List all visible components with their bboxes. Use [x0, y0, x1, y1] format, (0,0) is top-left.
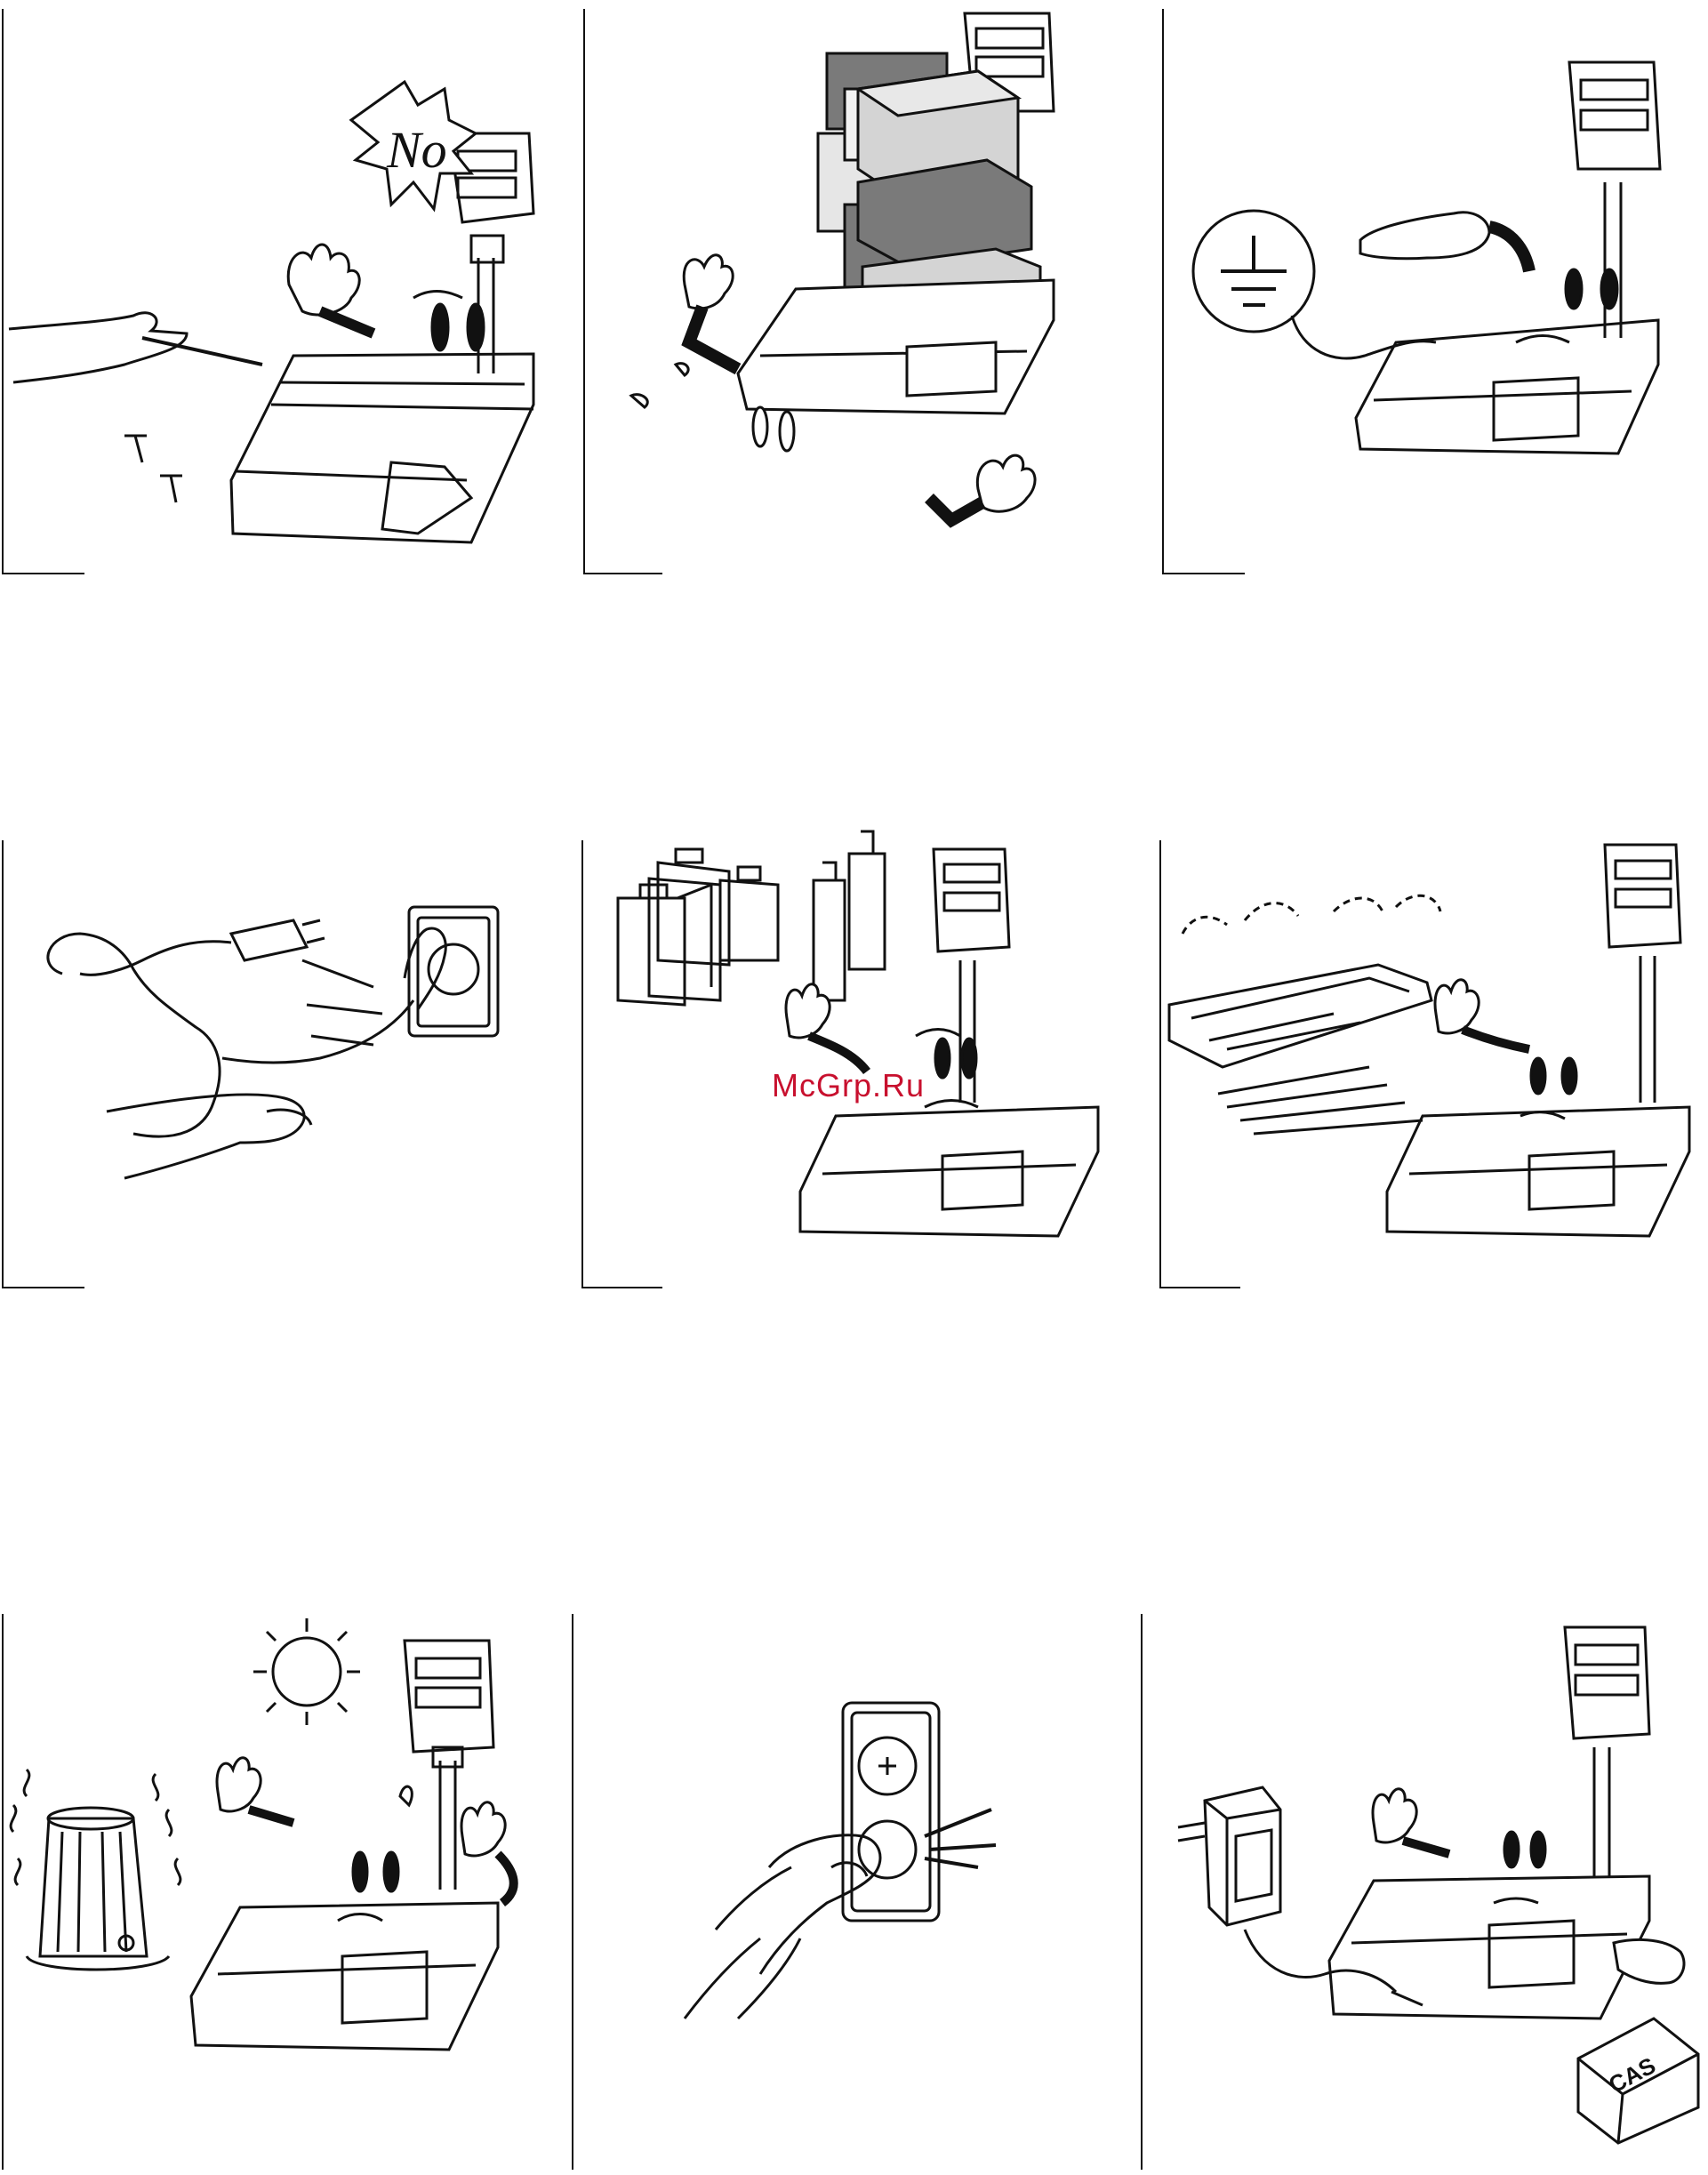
illustration-adapter-and-battery: CAS — [1138, 1601, 1708, 2175]
panel-power-cord-care — [0, 836, 569, 1298]
illustration-ground-connection — [1160, 0, 1708, 578]
illustration-power-cord-care — [0, 836, 569, 1298]
panel-dedicated-outlet — [569, 1601, 1138, 2175]
panel-no-overload — [578, 0, 1156, 578]
no-callout-text: No — [386, 121, 447, 179]
illustration-avoid-chemicals — [578, 800, 1156, 1298]
watermark: McGrp.Ru — [772, 1067, 925, 1104]
panel-avoid-chemicals — [578, 800, 1156, 1298]
illustration-no-overload — [578, 0, 1156, 578]
panel-adapter-and-battery: CAS — [1138, 1601, 1708, 2175]
panel-ground-connection — [1160, 0, 1708, 578]
illustration-avoid-heat — [0, 1601, 569, 2175]
panel-avoid-moisture — [1156, 800, 1708, 1298]
panel-no-disassembly: No — [0, 0, 569, 578]
illustration-dedicated-outlet — [569, 1601, 1138, 2175]
illustration-no-disassembly: No — [0, 0, 569, 578]
illustration-avoid-moisture — [1156, 800, 1708, 1298]
panel-avoid-heat — [0, 1601, 569, 2175]
